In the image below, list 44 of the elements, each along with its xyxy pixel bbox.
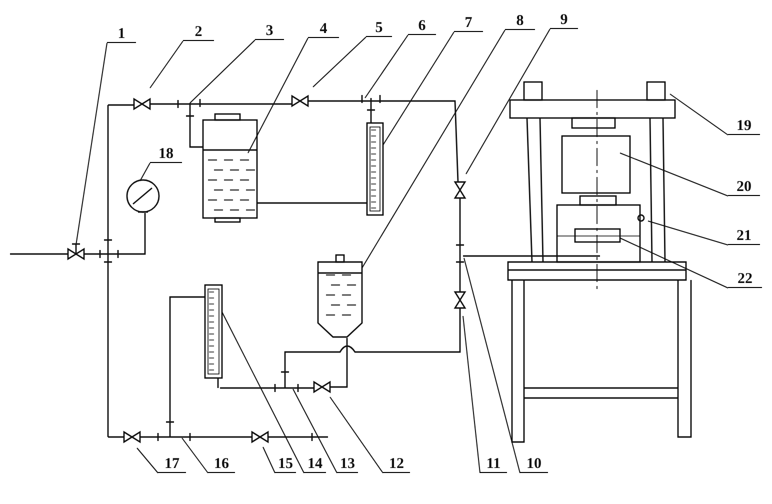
leader-line bbox=[362, 30, 506, 268]
leader-line bbox=[248, 38, 308, 154]
leader-line bbox=[312, 36, 366, 88]
callout-number: 11 bbox=[480, 456, 507, 473]
leader-line bbox=[364, 34, 408, 98]
callout-number: 10 bbox=[520, 456, 548, 473]
leader-line bbox=[648, 220, 728, 246]
leader-line bbox=[262, 446, 276, 474]
leader-line bbox=[382, 32, 454, 146]
callout-number: 18 bbox=[150, 146, 182, 163]
callout-number: 21 bbox=[728, 228, 760, 245]
callout-number: 7 bbox=[454, 15, 483, 32]
leader-line bbox=[670, 94, 728, 136]
callout-number: 19 bbox=[728, 118, 760, 135]
callout-number: 4 bbox=[308, 21, 339, 38]
leader-line bbox=[182, 438, 208, 474]
leader-line bbox=[462, 316, 480, 474]
leader-line bbox=[464, 258, 520, 474]
leader-line bbox=[150, 40, 184, 88]
callout-number: 17 bbox=[158, 456, 186, 473]
callout-number: 13 bbox=[337, 456, 358, 473]
callout-number: 2 bbox=[183, 24, 214, 41]
leader-line bbox=[76, 42, 108, 246]
callout-number: 8 bbox=[505, 13, 535, 30]
leader-line bbox=[466, 28, 550, 174]
leader-line bbox=[190, 40, 256, 104]
leader-line bbox=[136, 448, 158, 474]
callout-number: 3 bbox=[255, 23, 284, 40]
leader-line bbox=[140, 162, 150, 182]
leader-line bbox=[330, 396, 384, 474]
callout-number: 5 bbox=[366, 20, 392, 37]
callout-number: 15 bbox=[275, 456, 296, 473]
leader-line bbox=[222, 312, 304, 474]
leader-line bbox=[620, 152, 728, 196]
callout-number: 20 bbox=[728, 179, 760, 196]
callout-number: 12 bbox=[383, 456, 410, 473]
callout-number: 22 bbox=[728, 271, 762, 288]
callout-number: 16 bbox=[208, 456, 235, 473]
callout-number: 14 bbox=[304, 456, 326, 473]
leader-line bbox=[620, 238, 728, 288]
callout-number: 1 bbox=[107, 26, 136, 43]
leader-line bbox=[292, 388, 338, 474]
callout-number: 9 bbox=[550, 12, 578, 29]
callout-number: 6 bbox=[408, 18, 436, 35]
